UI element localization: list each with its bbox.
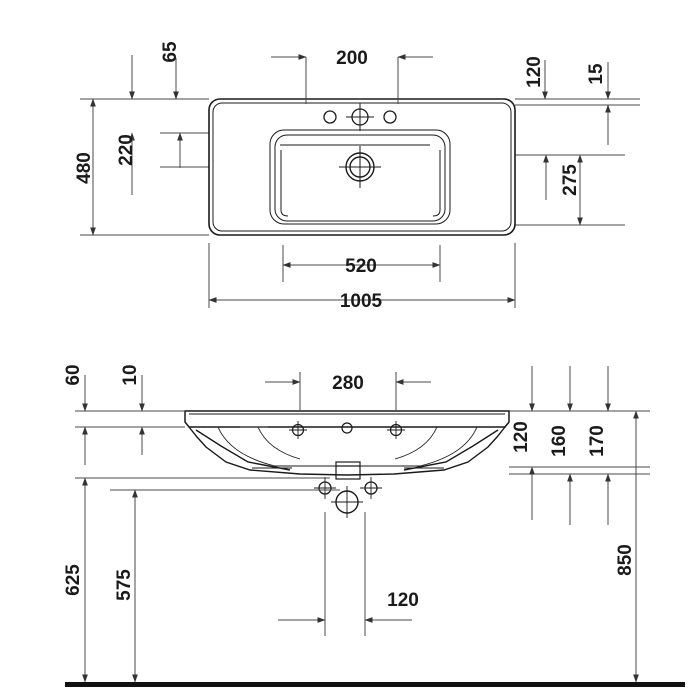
dim-label-200: 200 bbox=[336, 48, 368, 69]
waste-stub bbox=[335, 461, 361, 480]
front-view-dimensions bbox=[75, 366, 650, 683]
front-taphole-group bbox=[289, 421, 405, 439]
dim-label-65: 65 bbox=[160, 41, 181, 63]
basin-right-facet bbox=[403, 429, 499, 471]
basin-under-profile bbox=[188, 426, 506, 476]
waste-outlet bbox=[331, 486, 363, 518]
front-view-dimension-labels: 60 10 280 120 160 170 850 625 575 120 bbox=[63, 364, 636, 611]
dim-label-480: 480 bbox=[74, 152, 95, 184]
top-view-dimensions bbox=[90, 54, 611, 308]
dim-label-170: 170 bbox=[587, 425, 608, 457]
top-view-dimension-labels: 65 220 480 200 120 15 275 520 1005 bbox=[74, 41, 607, 312]
dim-label-220: 220 bbox=[116, 134, 137, 166]
fixing-hole-right bbox=[360, 477, 382, 499]
basin-rim-outer bbox=[208, 98, 516, 236]
basin-rim-inner bbox=[212, 102, 512, 232]
bowl-right-inner bbox=[394, 426, 438, 460]
dim-label-120-right: 120 bbox=[511, 421, 532, 453]
front-tap-hole-center bbox=[341, 422, 353, 434]
dim-275 bbox=[543, 154, 583, 226]
top-view bbox=[208, 98, 516, 236]
dim-label-625: 625 bbox=[63, 564, 84, 596]
dim-label-60: 60 bbox=[63, 364, 84, 385]
bowl-right-fillet bbox=[432, 150, 441, 217]
fixing-hole-left bbox=[314, 477, 336, 499]
dim-280 bbox=[265, 372, 431, 412]
dim-label-850: 850 bbox=[615, 544, 636, 576]
dim-label-520: 520 bbox=[345, 256, 377, 277]
tap-hole-center bbox=[346, 103, 374, 131]
dim-1005 bbox=[208, 243, 516, 308]
dim-label-280: 280 bbox=[332, 373, 364, 394]
dim-label-120-bottom: 120 bbox=[387, 590, 419, 611]
tap-hole-left bbox=[323, 110, 337, 124]
tap-hole-right bbox=[383, 110, 397, 124]
front-tap-hole-left bbox=[289, 421, 307, 439]
basin-left-facet bbox=[195, 429, 291, 471]
front-tap-hole-right bbox=[387, 421, 405, 439]
fixing-hole-group bbox=[314, 477, 382, 518]
dim-label-10: 10 bbox=[120, 364, 141, 385]
dim-120-bottom bbox=[278, 512, 412, 636]
dim-label-575: 575 bbox=[114, 569, 135, 601]
dim-label-15: 15 bbox=[586, 63, 607, 85]
dim-label-160: 160 bbox=[549, 425, 570, 457]
dim-label-1005: 1005 bbox=[340, 291, 383, 312]
dimension-lines-top bbox=[80, 98, 640, 236]
dim-label-120-top: 120 bbox=[524, 56, 545, 88]
dim-200 bbox=[271, 54, 433, 104]
floor-line bbox=[65, 682, 685, 687]
tap-hole-group bbox=[323, 103, 397, 131]
dim-label-275: 275 bbox=[560, 164, 581, 196]
bowl-left-fillet bbox=[280, 150, 289, 217]
dim-520 bbox=[282, 245, 441, 282]
bowl-left-inner bbox=[257, 426, 301, 460]
basin-bowl-inner bbox=[274, 134, 446, 222]
drain-hole bbox=[339, 146, 381, 188]
